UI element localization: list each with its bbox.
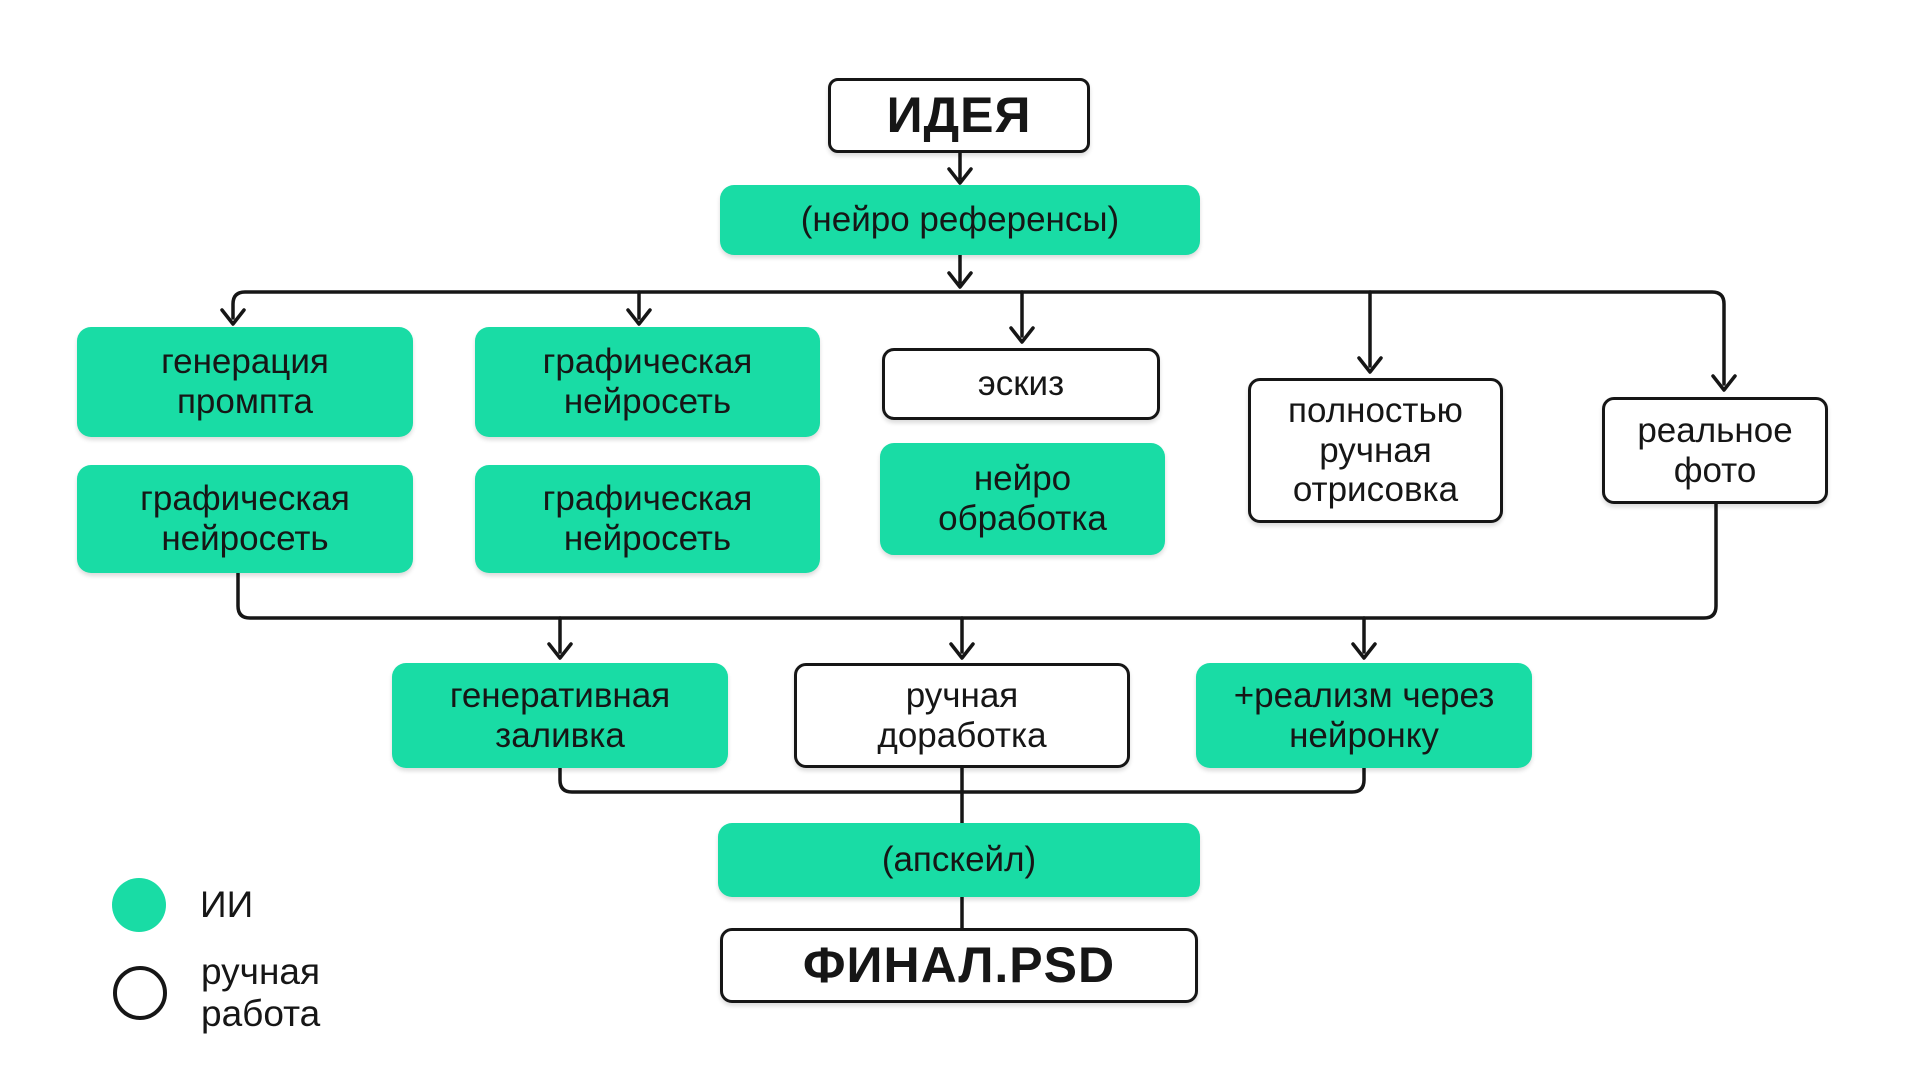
node-manual-refinement: ручная доработка <box>794 663 1130 768</box>
arrowhead-col5 <box>1711 374 1737 392</box>
node-graphic-nn-1: графическая нейросеть <box>77 465 413 573</box>
edge-drop-col3 <box>1009 290 1035 344</box>
distributor2-line <box>236 502 1718 620</box>
node-neuro-references: (нейро референсы) <box>720 185 1200 255</box>
node-final-psd: ФИНАЛ.PSD <box>720 928 1198 1003</box>
edge-drop-col2 <box>626 290 652 326</box>
distributor1-line <box>231 290 1726 386</box>
node-upscale: (апскейл) <box>718 823 1200 897</box>
edge-drop-genfill <box>547 616 573 660</box>
legend-ai-label: ИИ <box>200 884 254 925</box>
node-prompt-generation: генерация промпта <box>77 327 413 437</box>
edge-drop-manualfix <box>949 616 975 660</box>
arrowhead-col1 <box>220 308 246 326</box>
node-realism-via-nn: +реализм через нейронку <box>1196 663 1532 768</box>
node-graphic-nn-2: графическая нейросеть <box>475 327 820 437</box>
node-fully-manual-drawing: полностью ручная отрисовка <box>1248 378 1503 523</box>
edge-drop-col4 <box>1357 290 1383 374</box>
edge-refs-to-distributor1 <box>947 253 973 289</box>
legend-row-ai: ИИ <box>112 878 253 932</box>
legend-row-manual: ручная работа <box>113 951 320 1035</box>
node-real-photo: реальное фото <box>1602 397 1828 504</box>
node-neuro-processing: нейро обработка <box>880 443 1165 555</box>
manual-white-circle-icon <box>113 966 167 1020</box>
legend-manual-label: ручная работа <box>201 951 321 1034</box>
edge-idea-to-refs <box>947 151 973 185</box>
edge-drop-realism <box>1351 616 1377 660</box>
node-graphic-nn-3: графическая нейросеть <box>475 465 820 573</box>
ai-green-circle-icon <box>112 878 166 932</box>
node-sketch: эскиз <box>882 348 1160 420</box>
node-idea: ИДЕЯ <box>828 78 1090 153</box>
node-generative-fill: генеративная заливка <box>392 663 728 768</box>
